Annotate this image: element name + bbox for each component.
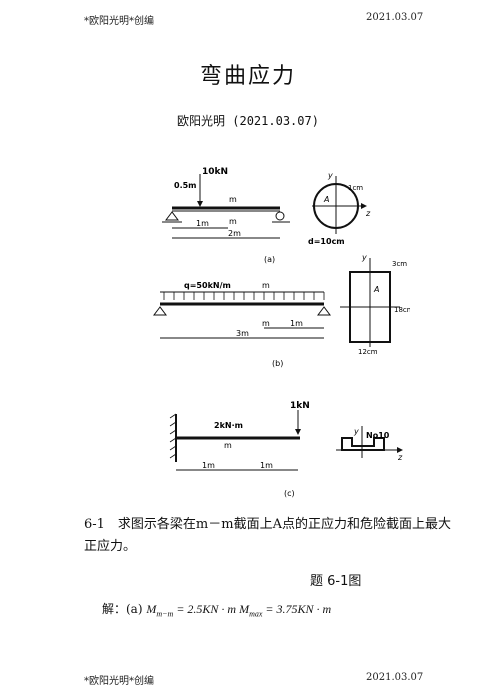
fig-b-label: (b) <box>272 359 283 368</box>
figure-b: q=50kN/m m m 1m 3m y A 3cm 18cm 12cm (b) <box>153 253 410 368</box>
fig-b-w: 12cm <box>358 348 378 356</box>
author-line: 欧阳光明 (2021.03.07) <box>177 114 319 128</box>
fig-c-span2: 1m <box>260 461 273 470</box>
figure-a: 10kN 0.5m m m 1m 2m y z A 1cm d=10cm (a) <box>162 167 371 264</box>
fig-c-y: y <box>353 427 359 436</box>
figure-caption: 题 6-1图 <box>310 574 362 589</box>
problem-figure: 10kN 0.5m m m 1m 2m y z A 1cm d=10cm (a)… <box>153 167 410 498</box>
fig-a-load: 10kN <box>202 167 228 177</box>
moment-sub-2: max <box>249 609 263 619</box>
fig-c-force: 1kN <box>290 401 310 411</box>
footer-left: *欧阳光明*创编 <box>84 676 154 687</box>
fig-a-dist: 0.5m <box>174 181 197 190</box>
header-left: *欧阳光明*创编 <box>84 16 154 27</box>
fig-b-m2: m <box>262 319 270 328</box>
fig-b-total: 3m <box>236 329 249 338</box>
fig-a-y: y <box>327 171 333 180</box>
fig-b-m: m <box>262 281 270 290</box>
fig-b-y: y <box>361 253 367 262</box>
header-right: 2021.03.07 <box>366 12 424 23</box>
figure-c: 1kN 2kN·m m 1m 1m y No10 z (c) <box>169 401 403 498</box>
fig-a-dim: 1cm <box>348 184 363 192</box>
fig-c-z: z <box>397 453 403 462</box>
fig-a-z: z <box>365 209 371 218</box>
page-title: 弯曲应力 <box>199 64 296 89</box>
fig-a-d: d=10cm <box>308 237 345 246</box>
fig-c-label: (c) <box>284 489 295 498</box>
fig-b-h2: 18cm <box>394 306 410 314</box>
fig-b-span: 1m <box>290 319 303 328</box>
fig-a-m: m <box>229 195 237 204</box>
solution-line: 解：(a) Mm−m = 2.5KN · m Mmax = 3.75KN · m <box>102 600 331 618</box>
moment-symbol-2: M <box>239 602 250 616</box>
fig-c-moment: 2kN·m <box>214 421 243 430</box>
fig-a-span1: 1m <box>196 219 209 228</box>
fig-a-m2: m <box>229 217 237 226</box>
problem-text: 6-1 求图示各梁在m－m截面上A点的正应力和危险截面上最大正应力。 <box>84 517 451 554</box>
fig-b-q: q=50kN/m <box>184 281 231 290</box>
fig-a-label: (a) <box>264 255 275 264</box>
solution-prefix: 解：(a) <box>102 602 143 616</box>
fig-c-m: m <box>224 441 232 450</box>
moment-value-1: = 2.5KN · m <box>173 602 240 616</box>
footer-right: 2021.03.07 <box>366 672 424 683</box>
fig-a-span2: 2m <box>228 229 241 238</box>
fig-b-A: A <box>373 285 379 294</box>
moment-value-2: = 3.75KN · m <box>262 602 332 616</box>
fig-a-A: A <box>323 195 329 204</box>
moment-sub-1: m−m <box>156 609 174 619</box>
fig-b-h1: 3cm <box>392 260 407 268</box>
fig-c-section: No10 <box>366 431 390 440</box>
moment-symbol-1: M <box>146 602 157 616</box>
fig-c-span1: 1m <box>202 461 215 470</box>
